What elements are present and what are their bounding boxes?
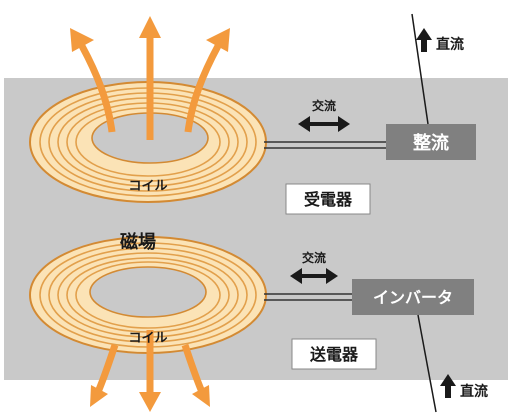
transmitter-label: 送電器: [309, 345, 359, 364]
receiver-wires: [264, 141, 386, 149]
field-arrows-bottom: [94, 330, 206, 396]
rectifier-box: [386, 124, 476, 160]
magnetic-field-label: 磁場: [120, 231, 156, 253]
dc-label-bottom: 直流: [460, 383, 488, 400]
dc-label-top: 直流: [436, 36, 464, 53]
ac-label-top: 交流: [312, 98, 336, 113]
inverter-label: インバータ: [373, 288, 453, 307]
ac-label-bottom: 交流: [302, 250, 326, 265]
field-arrowheads-top: [70, 16, 230, 52]
field-arrows-top: [78, 36, 222, 140]
receiver-label-box: [285, 183, 371, 215]
transmitter-wires: [264, 293, 352, 301]
receiver-label: 受電器: [304, 190, 353, 209]
field-arrow-up-left: [78, 44, 116, 133]
magnetic-field-lines: [113, 205, 185, 298]
coil-label-bottom: コイル: [128, 331, 167, 346]
rectifier-label: 整流: [412, 132, 449, 154]
ac-arrow-top: [298, 116, 350, 132]
field-arrowheads-bottom: [90, 385, 210, 412]
field-arrow-down-left: [94, 343, 119, 394]
dc-wire-top: [411, 13, 429, 125]
ac-arrow-bottom: [290, 268, 338, 284]
dc-wire-bottom: [417, 314, 437, 413]
coil-label-top: コイル: [128, 179, 167, 194]
field-arrow-up-right: [184, 44, 222, 133]
dc-arrow-top: [416, 28, 432, 52]
inverter-box: [352, 279, 474, 315]
field-arrow-down-right: [181, 343, 206, 394]
dc-arrow-bottom: [440, 374, 456, 398]
transmitter-label-box: [291, 338, 377, 370]
